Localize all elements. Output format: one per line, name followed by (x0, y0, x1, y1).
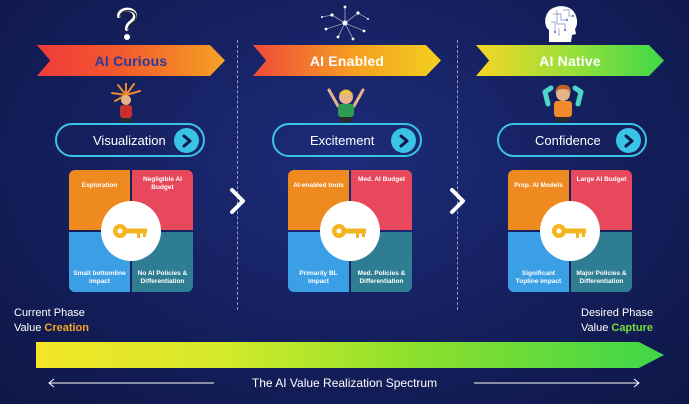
current-phase-label: Current Phase Value Creation (14, 306, 89, 336)
chevron-right-icon (450, 188, 465, 214)
phase-grid-ai-curious: Exploration Negligible AI Budget Small b… (69, 170, 193, 292)
desired-phase-label: Desired Phase Value Capture (581, 306, 653, 336)
phase-divider-2 (457, 40, 458, 310)
key-icon (320, 201, 380, 261)
phase-banner-ai-native: AI Native (476, 45, 664, 76)
desired-phase-line1: Desired Phase (581, 307, 654, 319)
current-phase-prefix: Value (14, 322, 45, 334)
feeling-label: Visualization (93, 132, 166, 148)
curious-person-illustration (111, 83, 141, 122)
chevron-right-icon[interactable] (174, 128, 199, 153)
key-icon (540, 201, 600, 261)
feeling-pill-visualization[interactable]: Visualization (55, 123, 205, 157)
phase-grid-ai-enabled: AI-enabled tools Med. AI Budget Primaril… (288, 170, 412, 292)
phase-grid-ai-native: Prop. AI Models Large AI Budget Signific… (508, 170, 632, 292)
spectrum-line-left (48, 378, 214, 388)
phase-banner-ai-enabled: AI Enabled (253, 45, 441, 76)
feeling-label: Confidence (535, 132, 601, 148)
chevron-right-icon[interactable] (391, 128, 416, 153)
question-mark-icon (117, 7, 138, 40)
phase-divider-1 (237, 40, 238, 310)
feeling-label: Excitement (310, 132, 375, 148)
chevron-right-icon (230, 188, 245, 214)
desired-phase-prefix: Value (581, 322, 612, 334)
current-phase-line1: Current Phase (14, 307, 85, 319)
chevron-right-icon[interactable] (616, 128, 641, 153)
feeling-pill-confidence[interactable]: Confidence (497, 123, 647, 157)
value-spectrum-arrow (36, 342, 664, 368)
key-icon (101, 201, 161, 261)
feeling-pill-excitement[interactable]: Excitement (272, 123, 422, 157)
spectrum-line-right (474, 378, 640, 388)
excited-person-illustration (327, 88, 365, 122)
quadrant-bottom-left: Small bottomline impact (69, 232, 130, 292)
network-sparkle-icon (321, 5, 369, 41)
ai-head-icon (545, 6, 578, 43)
current-phase-highlight: Creation (44, 322, 89, 334)
desired-phase-highlight: Capture (611, 322, 653, 334)
spectrum-title: The AI Value Realization Spectrum (251, 376, 438, 390)
phase-banner-ai-curious: AI Curious (37, 45, 225, 76)
confident-person-illustration (542, 84, 584, 122)
